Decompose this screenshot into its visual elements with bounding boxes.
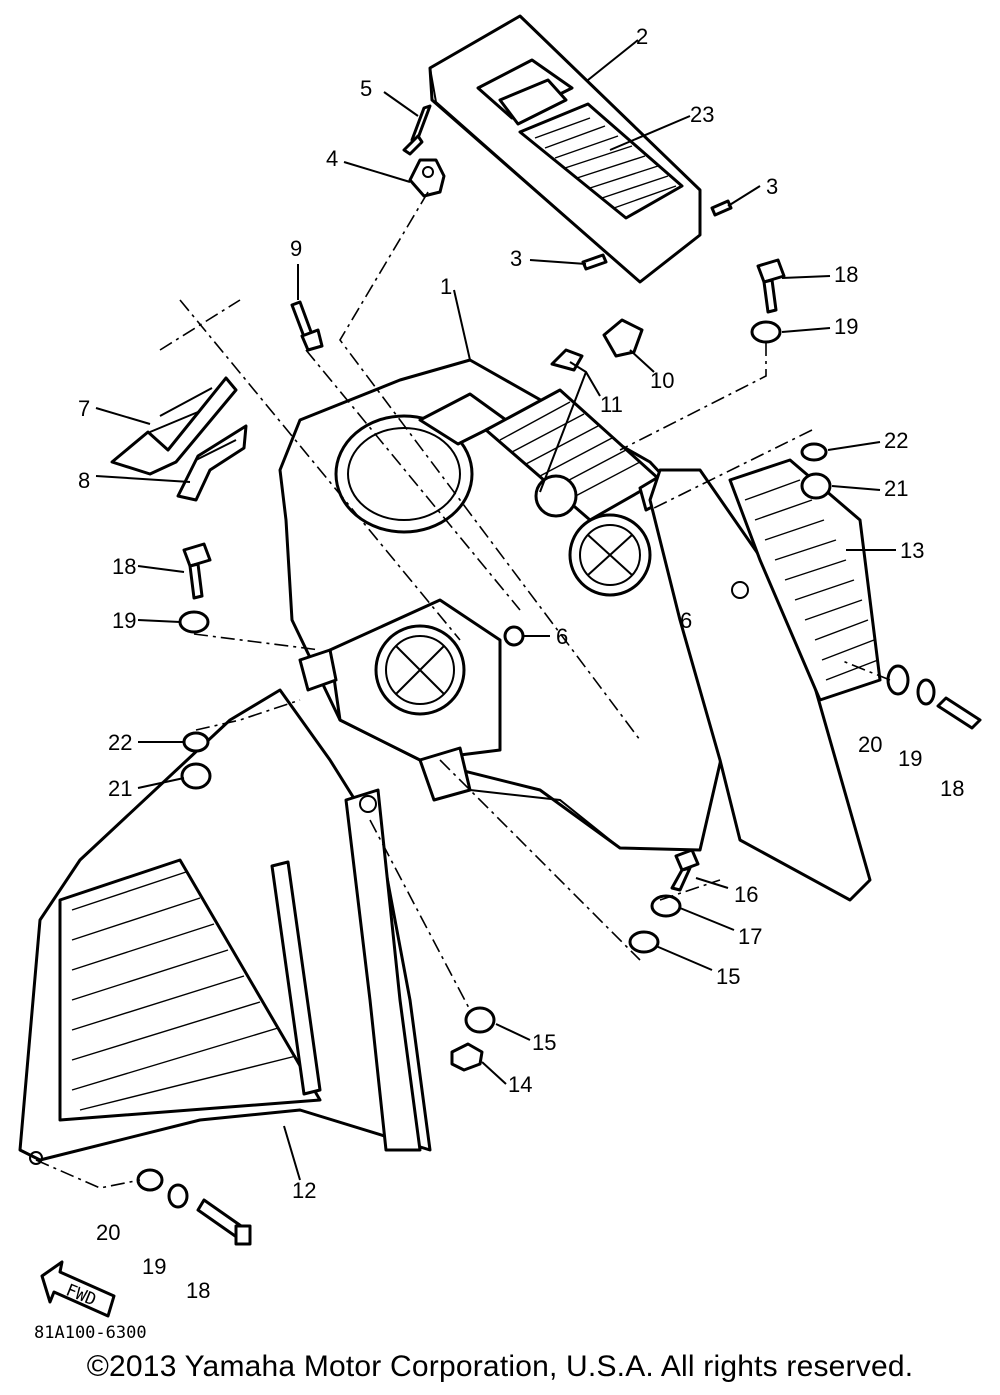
part-5-screw xyxy=(402,104,432,156)
part-7-clip xyxy=(110,376,238,476)
callout-5: 5 xyxy=(360,76,372,101)
callout-15-right: 15 xyxy=(716,964,740,989)
part-15-grommet-center xyxy=(464,1006,496,1034)
callout-3-right: 3 xyxy=(766,174,778,199)
callout-14: 14 xyxy=(508,1072,532,1097)
callout-12: 12 xyxy=(292,1178,316,1203)
callout-13: 13 xyxy=(900,538,924,563)
callout-16: 16 xyxy=(734,882,758,907)
callout-7: 7 xyxy=(78,396,90,421)
part-12-left-grille-panel xyxy=(18,688,432,1165)
callout-15-center: 15 xyxy=(532,1030,556,1055)
part-18-bolt-top xyxy=(756,258,786,314)
callout-22-right: 22 xyxy=(884,428,908,453)
part-18-bolt-right xyxy=(936,696,982,730)
callout-labels: 2 23 3 3 5 4 9 1 10 11 7 8 18 19 22 21 1… xyxy=(78,24,964,1303)
callout-6-center: 6 xyxy=(556,624,568,649)
diagram-code: 81A100-6300 xyxy=(34,1323,147,1343)
callout-20-bottom: 20 xyxy=(96,1220,120,1245)
callout-17: 17 xyxy=(738,924,762,949)
assembly-lines xyxy=(35,191,891,1189)
callout-19-right: 19 xyxy=(898,746,922,771)
part-10-grommet xyxy=(602,318,644,358)
callout-19-bottom: 19 xyxy=(142,1254,166,1279)
callout-11: 11 xyxy=(600,392,623,417)
part-2-top-panel xyxy=(428,14,702,284)
callout-18-right: 18 xyxy=(940,776,964,801)
callout-21-left: 21 xyxy=(108,776,132,801)
part-21-nut-right xyxy=(800,472,832,500)
part-22-washer-left xyxy=(182,731,210,753)
callout-8: 8 xyxy=(78,468,90,493)
part-16-bolt xyxy=(670,848,700,892)
part-22-washer-right xyxy=(800,442,828,462)
leader-lines xyxy=(95,39,896,1181)
fwd-arrow-icon: FWD xyxy=(40,1260,116,1318)
part-8-clip xyxy=(176,424,248,502)
part-19-washer-bottom xyxy=(167,1183,189,1209)
callout-4: 4 xyxy=(326,146,338,171)
part-1-main-housing xyxy=(278,358,762,852)
callout-19-top: 19 xyxy=(834,314,858,339)
exploded-parts-diagram: 2 23 3 3 5 4 9 1 10 11 7 8 18 19 22 21 1… xyxy=(18,14,982,1343)
part-17-washer xyxy=(650,894,682,918)
part-3-pin-left xyxy=(581,253,608,271)
callout-10: 10 xyxy=(650,368,674,393)
part-20-washer-bottom xyxy=(136,1168,164,1192)
callout-21-right: 21 xyxy=(884,476,908,501)
callout-18-bottom: 18 xyxy=(186,1278,210,1303)
part-18-bolt-left xyxy=(182,542,212,600)
copyright-notice: ©2013 Yamaha Motor Corporation, U.S.A. A… xyxy=(86,1350,914,1383)
callout-2: 2 xyxy=(636,24,648,49)
callout-18-left: 18 xyxy=(112,554,136,579)
callout-9: 9 xyxy=(290,236,302,261)
callout-20-right: 20 xyxy=(858,732,882,757)
part-19-washer-top xyxy=(750,320,782,344)
part-9-rivet xyxy=(290,300,324,352)
part-19-washer-right xyxy=(916,678,936,706)
part-13-right-grille xyxy=(648,458,882,902)
part-21-nut-left xyxy=(180,762,212,790)
part-4-clip xyxy=(408,158,446,198)
part-3-pin-right xyxy=(710,199,733,217)
callout-18-top: 18 xyxy=(834,262,858,287)
callout-1: 1 xyxy=(440,274,452,299)
callout-23: 23 xyxy=(690,102,714,127)
callout-19-left: 19 xyxy=(112,608,136,633)
part-14-nut xyxy=(450,1042,484,1072)
part-19-washer-left xyxy=(178,610,210,634)
callout-6-housing: 6 xyxy=(680,608,692,633)
part-6-nut-center xyxy=(503,625,525,647)
part-18-bolt-bottom xyxy=(196,1198,252,1246)
callout-22-left: 22 xyxy=(108,730,132,755)
part-15-grommet-right xyxy=(628,930,660,954)
part-20-washer-right xyxy=(886,664,910,696)
callout-3-left: 3 xyxy=(510,246,522,271)
